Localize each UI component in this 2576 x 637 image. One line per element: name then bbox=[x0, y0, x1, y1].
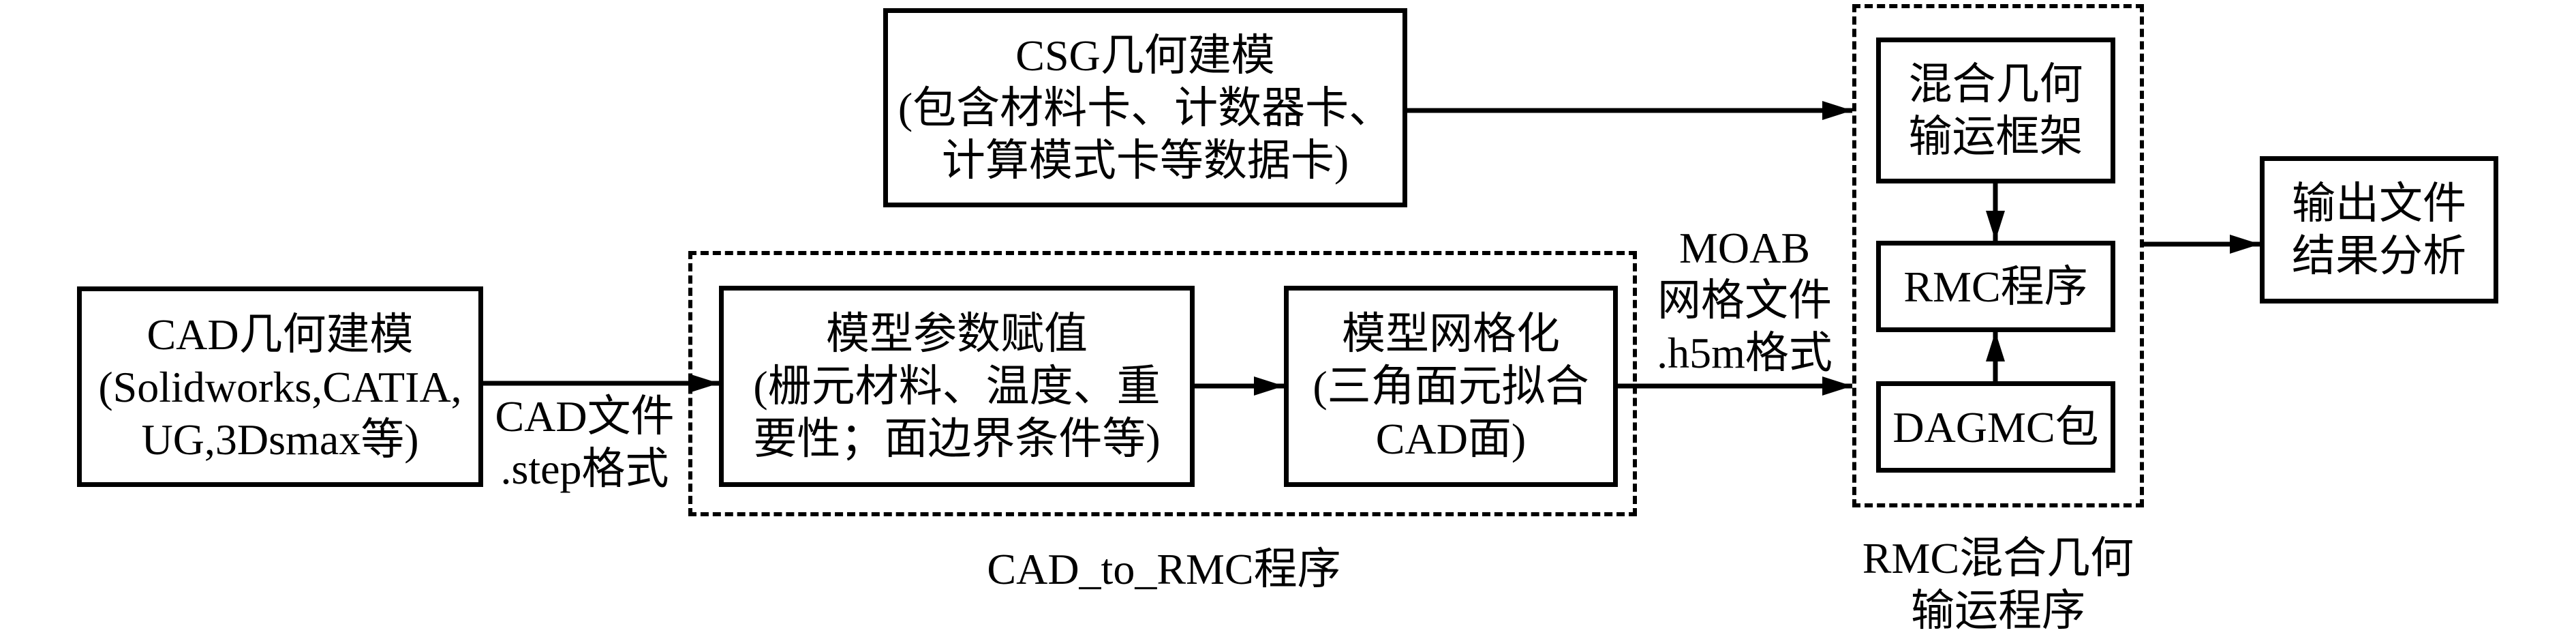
group-label-line: RMC混合几何 bbox=[1862, 534, 2134, 582]
edge-label-line: .h5m格式 bbox=[1657, 329, 1833, 377]
node-param-assign[interactable]: 模型参数赋值 (栅元材料、温度、重 要性；面边界条件等) bbox=[719, 286, 1195, 487]
node-detail: (包含材料卡、计数器卡、 bbox=[898, 83, 1393, 132]
node-detail: CAD面) bbox=[1375, 415, 1527, 463]
edge-label-line: .step格式 bbox=[500, 445, 669, 493]
group-label-line: 输运程序 bbox=[1911, 587, 2085, 635]
node-dagmc[interactable]: DAGMC包 bbox=[1876, 381, 2115, 473]
node-title: RMC程序 bbox=[1903, 262, 2088, 311]
group-rmc-hybrid bbox=[1852, 4, 2144, 507]
edge-label-cad-file: CAD文件 .step格式 bbox=[495, 390, 674, 495]
group-label-cad-to-rmc: CAD_to_RMC程序 bbox=[960, 543, 1368, 595]
node-cad-modeling[interactable]: CAD几何建模 (Solidworks,CATIA, UG,3Dsmax等) bbox=[77, 286, 483, 487]
node-detail: 要性；面边界条件等) bbox=[753, 415, 1161, 463]
edge-label-line: MOAB bbox=[1678, 224, 1811, 272]
node-detail: UG,3Dsmax等) bbox=[141, 415, 419, 464]
node-title: 混合几何 bbox=[1908, 60, 2083, 108]
group-cad-to-rmc bbox=[688, 251, 1637, 516]
node-title: 模型网格化 bbox=[1342, 310, 1560, 358]
node-detail: 计算模式卡等数据卡) bbox=[941, 136, 1349, 185]
node-title: 结果分析 bbox=[2292, 232, 2466, 280]
node-hybrid-framework[interactable]: 混合几何 输运框架 bbox=[1876, 38, 2115, 183]
node-detail: (三角面元拟合 bbox=[1313, 362, 1589, 411]
edge-label-moab-file: MOAB 网格文件 .h5m格式 bbox=[1649, 222, 1840, 379]
node-meshing[interactable]: 模型网格化 (三角面元拟合 CAD面) bbox=[1284, 286, 1618, 487]
node-output[interactable]: 输出文件 结果分析 bbox=[2260, 156, 2498, 303]
node-detail: (栅元材料、温度、重 bbox=[753, 362, 1161, 411]
node-title: CAD几何建模 bbox=[147, 310, 414, 359]
group-label-rmc-hybrid: RMC混合几何 输运程序 bbox=[1855, 532, 2141, 637]
node-detail: (Solidworks,CATIA, bbox=[98, 362, 462, 411]
edge-label-line: CAD文件 bbox=[495, 392, 675, 441]
edge-label-line: 网格文件 bbox=[1657, 276, 1832, 325]
node-title: 输出文件 bbox=[2292, 179, 2466, 228]
group-label-line: CAD_to_RMC程序 bbox=[987, 545, 1341, 593]
node-title: 输运框架 bbox=[1908, 113, 2083, 161]
node-rmc-program[interactable]: RMC程序 bbox=[1876, 241, 2115, 332]
node-csg-modeling[interactable]: CSG几何建模 (包含材料卡、计数器卡、 计算模式卡等数据卡) bbox=[883, 8, 1407, 207]
node-title: CSG几何建模 bbox=[1015, 31, 1275, 80]
node-title: DAGMC包 bbox=[1892, 402, 2099, 451]
node-title: 模型参数赋值 bbox=[826, 310, 1088, 358]
